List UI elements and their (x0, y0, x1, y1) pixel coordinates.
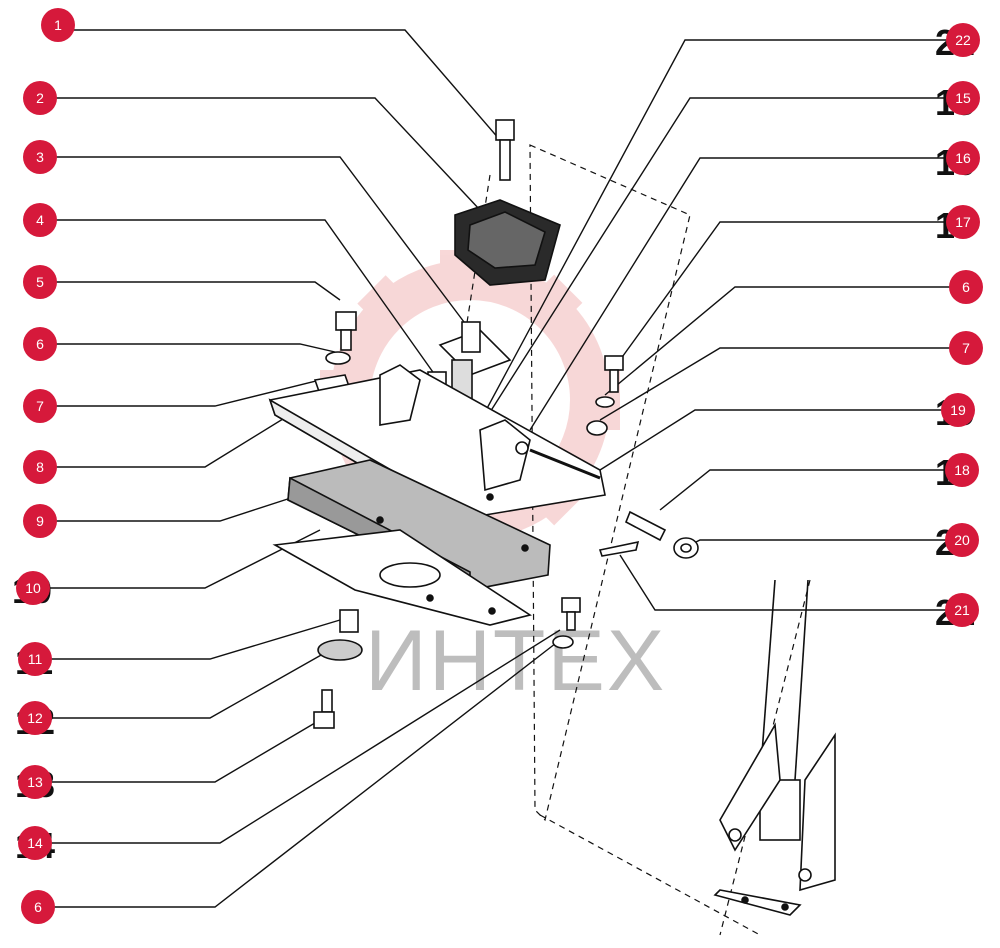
watermark-text: ИНТЕХ (365, 613, 666, 709)
svg-text:21: 21 (954, 602, 970, 618)
svg-text:9: 9 (36, 513, 44, 529)
callout-6-bottom: 6 (21, 890, 55, 924)
callout-18: 18 (945, 453, 979, 487)
callout-5: 5 (23, 265, 57, 299)
pin-19-icon (529, 448, 601, 480)
svg-text:2: 2 (36, 90, 44, 106)
callout-19: 19 (941, 393, 975, 427)
svg-text:1: 1 (54, 17, 62, 33)
svg-text:16: 16 (955, 150, 971, 166)
callout-17: 17 (946, 205, 980, 239)
callout-12: 12 (18, 701, 52, 735)
washer-7b-icon (586, 420, 608, 436)
parts (268, 119, 836, 916)
pin-18-icon (624, 510, 667, 542)
callout-10: 10 (16, 571, 50, 605)
svg-text:17: 17 (955, 214, 971, 230)
bolt-5-icon (335, 311, 357, 351)
bolt-14-icon (561, 597, 581, 631)
callouts-right: 22 15 16 17 6 7 19 18 20 21 (941, 23, 983, 627)
svg-text:4: 4 (36, 212, 44, 228)
svg-text:6: 6 (36, 336, 44, 352)
callout-21: 21 (945, 593, 979, 627)
callout-9: 9 (23, 504, 57, 538)
svg-text:8: 8 (36, 459, 44, 475)
cotter-pin-21-icon (598, 540, 640, 557)
callout-8: 8 (23, 450, 57, 484)
callout-1: 1 (41, 8, 75, 42)
base-plate-icon (272, 529, 532, 626)
svg-text:10: 10 (25, 580, 41, 596)
fork-yoke-icon (438, 321, 512, 376)
svg-text:7: 7 (962, 340, 970, 356)
svg-text:12: 12 (27, 710, 43, 726)
svg-text:22: 22 (955, 32, 971, 48)
coupling-block-icon (454, 199, 561, 286)
svg-text:7: 7 (36, 398, 44, 414)
svg-text:6: 6 (962, 279, 970, 295)
svg-text:18: 18 (954, 462, 970, 478)
bolt-1-icon (495, 119, 515, 181)
bolt-17-icon (604, 355, 624, 393)
svg-text:20: 20 (954, 532, 970, 548)
svg-text:14: 14 (27, 835, 43, 851)
svg-text:19: 19 (950, 402, 966, 418)
washer-6-icon (325, 351, 351, 365)
washer-6b-icon (552, 635, 574, 649)
callouts-left: 1 2 3 4 5 6 7 8 9 10 11 12 13 14 6 (16, 8, 75, 924)
callout-16: 16 (946, 141, 980, 175)
callout-6-right: 6 (949, 270, 983, 304)
callout-6: 6 (23, 327, 57, 361)
callout-11: 11 (18, 642, 52, 676)
steering-column-icon (713, 579, 836, 916)
callout-3: 3 (23, 140, 57, 174)
callout-7-right: 7 (949, 331, 983, 365)
rubber-mount-12-icon (317, 639, 363, 661)
svg-text:15: 15 (955, 90, 971, 106)
svg-text:11: 11 (28, 651, 43, 667)
svg-text:13: 13 (27, 774, 43, 790)
callout-4: 4 (23, 203, 57, 237)
callout-14: 14 (18, 826, 52, 860)
bolt-13-icon (313, 689, 335, 729)
callout-7: 7 (23, 389, 57, 423)
callout-13: 13 (18, 765, 52, 799)
callout-15: 15 (946, 81, 980, 115)
callout-22: 22 (946, 23, 980, 57)
svg-text:6: 6 (34, 899, 42, 915)
leader-lines (48, 29, 950, 908)
svg-text:3: 3 (36, 149, 44, 165)
spacer-11-icon (339, 609, 359, 633)
svg-text:5: 5 (36, 274, 44, 290)
callout-2: 2 (23, 81, 57, 115)
callout-20: 20 (945, 523, 979, 557)
washer-6c-icon (595, 396, 615, 408)
